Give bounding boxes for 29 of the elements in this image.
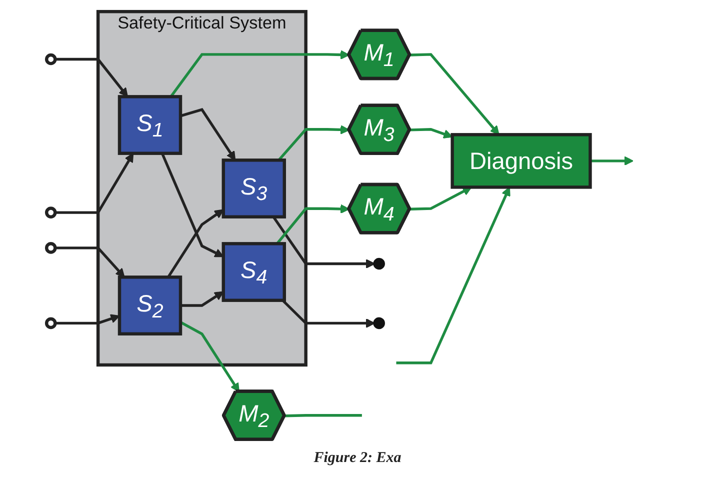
arrow: [590, 156, 634, 166]
figure-caption: Figure 2: Exa: [314, 450, 402, 467]
arrow: [180, 320, 240, 392]
node-circle: [45, 316, 58, 329]
node-circle: [45, 242, 58, 254]
node-circle: [374, 316, 386, 329]
node-circle: [45, 52, 58, 65]
arrow: [56, 314, 120, 324]
arrow: [276, 204, 350, 244]
node-box: S$_{4}$: [222, 242, 286, 302]
arrow: [56, 57, 129, 97]
node-circle: [374, 257, 386, 270]
arrow: [56, 246, 126, 278]
arrow: [272, 216, 376, 268]
arrow: [410, 128, 454, 138]
arrow: [56, 152, 134, 214]
arrow: [180, 290, 224, 306]
arrow: [161, 152, 224, 257]
node-box: S$_{2}$: [118, 275, 183, 335]
arrow: [410, 52, 500, 135]
arrow: [168, 208, 224, 278]
node-box: S$_{3}$: [222, 158, 286, 218]
node-box: Diagnosis: [451, 132, 592, 188]
arrow: [170, 50, 350, 97]
node-circle: [45, 206, 58, 218]
arrow: [396, 186, 511, 364]
arrow: [180, 108, 236, 160]
node-box: S$_{1}$: [118, 94, 183, 154]
arrow: [410, 186, 472, 210]
